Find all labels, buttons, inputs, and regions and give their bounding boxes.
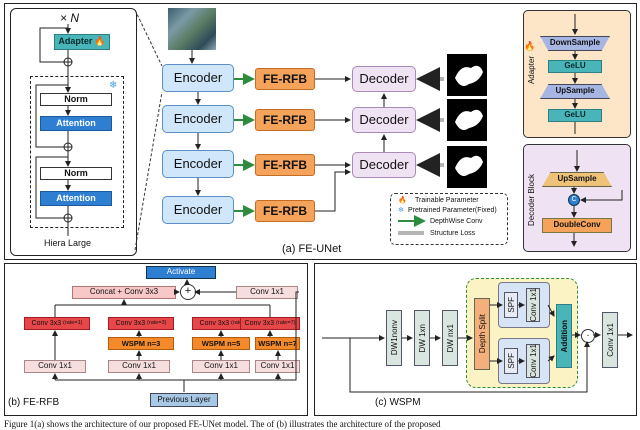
concat-circle: C — [568, 194, 580, 206]
encoder-2: Encoder — [162, 105, 234, 133]
addition-box: Addition — [556, 304, 572, 368]
conv1x1-c-out: Conv 1x1 — [602, 312, 618, 368]
multiply-node-c: · — [581, 329, 595, 343]
panel-a-caption: (a) FE-UNet — [282, 243, 342, 255]
conv1x1-b1: Conv 1x1 — [24, 360, 86, 373]
output-mask-1 — [447, 54, 487, 96]
hiera-caption: Hiera Large — [44, 238, 92, 248]
hiera-repeat-label: × N — [60, 11, 80, 25]
decoder-block-upsample: UpSample — [542, 172, 612, 187]
hiera-dashed-block — [30, 76, 124, 228]
conv1x1-c-top-label: Conv 1x1 — [528, 288, 538, 322]
conv3x3-rate3: Conv 3x3 (rate=3) — [108, 317, 174, 330]
fe-rfb-3: FE-RFB — [255, 154, 315, 176]
snowflake-icon: ❄ — [109, 80, 118, 91]
fe-rfb-4: FE-RFB — [255, 200, 315, 222]
spf-bottom: SPF — [504, 348, 518, 374]
input-image-thumbnail — [168, 8, 216, 50]
legend-pretrained-icon: ❄ — [398, 207, 404, 214]
wspm-n7: WSPM n=7 — [255, 337, 300, 350]
dwnx1-box: DW nx1 — [442, 310, 458, 366]
concat-conv-box: Concat + Conv 3x3 — [72, 286, 176, 299]
conv1x1-c-bottom: Conv 1x1 — [526, 344, 540, 378]
figure-caption-footer: Figure 1(a) shows the architecture of ou… — [4, 419, 441, 429]
legend-depthwise: DepthWise Conv — [430, 218, 483, 225]
depth-split-label: Depth Split — [477, 314, 487, 354]
fe-rfb-2: FE-RFB — [255, 109, 315, 131]
conv3x3-rate1-rate: (rate=1) — [63, 319, 83, 326]
conv1x1-c-bottom-label: Conv 1x1 — [528, 344, 538, 378]
adapter-gelu-2: GeLU — [548, 109, 602, 122]
conv1x1-top-right: Conv 1x1 — [236, 286, 298, 299]
previous-layer-box: Previous Layer — [150, 393, 218, 407]
adapter-upsample: UpSample — [540, 84, 610, 99]
conv1x1-c-out-label: Conv 1x1 — [605, 323, 615, 357]
decoder-block-doubleconv: DoubleConv — [542, 218, 612, 233]
output-mask-2 — [447, 99, 487, 141]
conv3x3-rate5-label: Conv 3x3 — [199, 319, 230, 327]
fe-rfb-1: FE-RFB — [255, 68, 315, 90]
decoder-3: Decoder — [352, 152, 416, 178]
legend-trainable: Trainable Parameter — [415, 197, 479, 204]
hiera-norm-box-2: Norm — [40, 167, 112, 180]
panel-c-caption: (c) WSPM — [375, 397, 421, 408]
adapter-fire-icon: 🔥 — [524, 41, 536, 51]
activate-box: Activate — [146, 266, 216, 279]
spf-top-label: SPF — [506, 297, 516, 313]
decoder-1: Decoder — [352, 66, 416, 92]
dw1xn-label: DW 1xn — [417, 323, 427, 353]
adapter-downsample: DownSample — [540, 36, 610, 51]
conv3x3-rate1-label: Conv 3x3 — [31, 319, 62, 327]
hiera-adapter-box: Adapter 🔥 — [54, 34, 110, 50]
legend-pretrained: Pretrained Parameter(Fixed) — [408, 207, 497, 214]
sum-node-b: + — [180, 284, 196, 300]
decoder-block-title-wrap: Decoder Block — [524, 165, 538, 235]
panel-b-caption: (b) FE-RFB — [8, 397, 60, 408]
dw1xn-box: DW 1xn — [414, 310, 430, 366]
dwnonv-box: DW1nonv — [386, 310, 402, 366]
conv1x1-c-top: Conv 1x1 — [526, 288, 540, 322]
conv1x1-b3: Conv 1x1 — [192, 360, 250, 373]
conv3x3-rate7: Conv 3x3 (rate=7) — [240, 317, 300, 330]
conv3x3-rate3-rate: (rate=3) — [147, 319, 167, 326]
legend-trainable-icon: 🔥 — [398, 197, 407, 204]
decoder-2: Decoder — [352, 107, 416, 133]
conv3x3-rate7-rate: (rate=7) — [276, 319, 296, 326]
hiera-norm-box-1: Norm — [40, 93, 112, 106]
conv1x1-b2: Conv 1x1 — [108, 360, 170, 373]
encoder-3: Encoder — [162, 150, 234, 178]
wspm-n5: WSPM n=5 — [192, 337, 250, 350]
adapter-gelu-1: GeLU — [548, 60, 602, 73]
dwnonv-label: DW1nonv — [389, 320, 399, 356]
conv3x3-rate1: Conv 3x3 (rate=1) — [24, 317, 90, 330]
adapter-title: Adapter — [526, 55, 536, 85]
legend-structure-loss: Structure Loss — [430, 230, 476, 237]
conv3x3-rate7-label: Conv 3x3 — [244, 319, 275, 327]
legend-box — [390, 193, 508, 245]
hiera-attention-box-2: Attention — [40, 191, 112, 206]
addition-label: Addition — [559, 319, 569, 353]
wspm-n3: WSPM n=3 — [108, 337, 174, 350]
hiera-adapter-label: Adapter — [58, 36, 93, 47]
encoder-1: Encoder — [162, 64, 234, 92]
decoder-block-title: Decoder Block — [526, 173, 536, 227]
encoder-4: Encoder — [162, 196, 234, 224]
output-mask-3 — [447, 146, 487, 188]
spf-top: SPF — [504, 292, 518, 318]
hiera-attention-box-1: Attention — [40, 116, 112, 131]
conv3x3-rate3-label: Conv 3x3 — [115, 319, 146, 327]
depth-split-box: Depth Split — [474, 298, 490, 370]
conv1x1-b4: Conv 1x1 — [255, 360, 300, 373]
spf-bottom-label: SPF — [506, 353, 516, 369]
fire-icon: 🔥 — [94, 36, 106, 47]
dwnx1-label: DW nx1 — [445, 323, 455, 353]
